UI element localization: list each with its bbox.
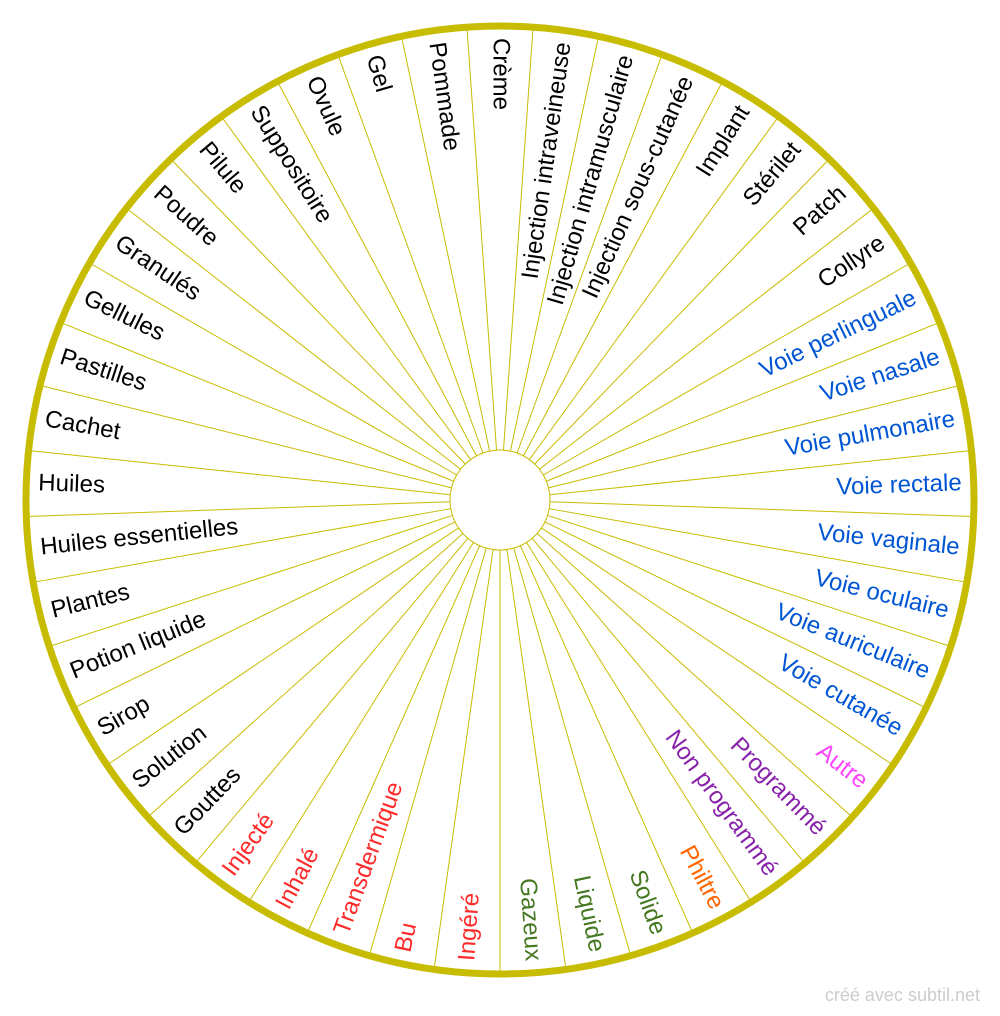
segment-label: Patch [788, 180, 852, 241]
segment-label: Philtre [674, 841, 730, 914]
segment-label: Cachet [43, 405, 123, 445]
spoke-line [548, 384, 961, 489]
spoke-line [337, 54, 484, 454]
spoke-line [509, 36, 600, 452]
segment-label: Voie pulmonaire [783, 405, 957, 461]
spoke-line [549, 449, 972, 496]
spoke-line [28, 449, 451, 496]
segment-label: Ingéré [453, 892, 485, 962]
segment-label: Ovule [301, 72, 351, 140]
segment-label: Gouttes [169, 762, 247, 841]
segment-label: Gazeux [514, 877, 547, 961]
spoke-line [400, 36, 491, 452]
spoke-line [126, 207, 461, 470]
spoke-line [60, 321, 454, 482]
spokes [26, 27, 974, 974]
segment-label: Granulés [110, 230, 206, 307]
segment-label: Collyre [813, 230, 890, 294]
spoke-line [170, 158, 466, 465]
spoke-line [147, 533, 464, 818]
spoke-line [33, 508, 451, 583]
center-hub [449, 449, 551, 551]
spoke-line [539, 207, 874, 470]
spoke-line [466, 27, 498, 451]
segment-label: Pommade [423, 40, 465, 152]
spoke-line [534, 158, 830, 465]
spoke-line [536, 533, 853, 818]
spoke-line [277, 81, 477, 457]
spoke-line [549, 501, 974, 518]
segment-label: Voie nasale [817, 343, 943, 407]
segment-label: Poudre [148, 180, 224, 252]
segment-label: Autre [811, 738, 873, 795]
segment-label: Huiles [38, 469, 106, 498]
segment-label: Gel [361, 52, 397, 95]
segment-label: Implant [691, 100, 756, 181]
spoke-line [368, 547, 487, 956]
spoke-line [523, 81, 723, 457]
segment-label: Bu [390, 920, 423, 954]
spoke-line [194, 537, 469, 864]
spoke-line [513, 547, 632, 956]
segment-label: Gellules [79, 284, 169, 346]
segment-label: Voie rectale [836, 469, 962, 500]
spoke-line [89, 262, 457, 476]
segment-label: Plantes [48, 578, 132, 624]
outer-ring [22, 22, 978, 978]
segment-label: Voie vaginale [816, 519, 961, 561]
spoke-line [547, 514, 951, 647]
spoke-line [546, 321, 940, 482]
spoke-line [73, 521, 456, 709]
segment-label: Solution [127, 719, 212, 794]
spoke-line [433, 549, 494, 970]
spoke-line [543, 262, 911, 476]
spoke-line [306, 545, 481, 934]
spoke-line [502, 27, 534, 451]
spoke-line [220, 116, 472, 460]
spoke-line [516, 54, 663, 454]
spoke-line [39, 384, 452, 489]
spoke-line [49, 514, 453, 647]
spoke-line [526, 542, 752, 903]
credit-text: créé avec subtil.net [824, 985, 980, 1005]
segment-label: Huiles essentielles [39, 513, 239, 561]
spoke-line [106, 527, 459, 766]
segment-label: Liquide [568, 873, 611, 954]
spoke-line [544, 521, 927, 709]
spoke-line [541, 527, 894, 766]
segment-label: Injecté [217, 808, 280, 881]
segment-label: Crème [488, 38, 515, 110]
segment-label: Voie oculaire [812, 564, 952, 623]
segment-label: Solide [624, 866, 672, 938]
spoke-line [506, 549, 567, 970]
spoke-line [531, 537, 806, 864]
spoke-line [26, 501, 451, 518]
spoke-line [519, 545, 694, 934]
spoke-line [248, 542, 474, 903]
spoke-line [549, 508, 967, 583]
segment-label: Stérilet [738, 136, 807, 211]
spoke-line [528, 116, 780, 460]
segment-label: Sirop [93, 690, 155, 741]
segment-label: Pastilles [57, 343, 150, 396]
